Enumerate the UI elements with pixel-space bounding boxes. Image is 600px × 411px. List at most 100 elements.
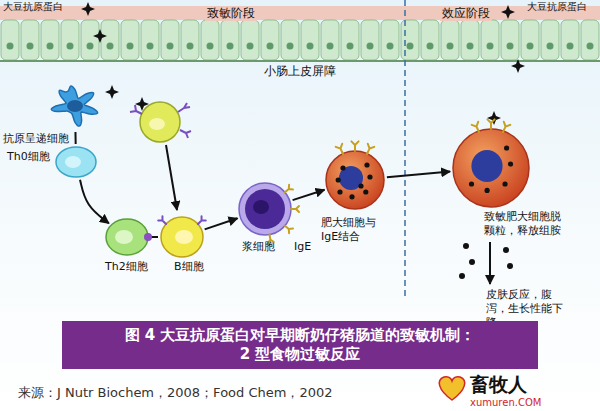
cell-nucleus [127,43,134,50]
cell-label: Th0细胞 [7,150,54,164]
th0-cell: Th0细胞 [55,146,97,178]
granule [485,188,490,193]
epithelial-cell [481,20,499,60]
cell-nucleus [467,43,474,50]
logo-heart [439,377,464,400]
epithelial-cell [561,20,579,60]
antibody [500,122,511,134]
cell-label: 浆细胞 [242,240,282,254]
cell-nucleus [175,230,193,244]
cell-nucleus [407,43,414,50]
granule [358,183,363,188]
apc-cell: 抗原呈递细胞 [45,82,105,130]
granule [349,194,354,199]
phase-label: 效应阶段 [440,6,492,21]
granule [337,189,342,194]
cell-shape [160,216,204,258]
connector [80,180,109,224]
epithelium-cells [1,20,599,60]
granule [364,162,369,167]
antibody [158,216,168,226]
granule [363,189,368,194]
antibody [487,119,494,129]
granule [367,174,372,179]
cell-label: 肥大细胞与IgE结合 [321,216,391,244]
antibody [196,216,206,226]
epithelial-cell [241,20,259,60]
epithelial-cell [421,20,439,60]
cell-nucleus [567,43,574,50]
cell-nucleus [267,43,274,50]
cell-nucleus [47,43,54,50]
antigen-label: 大豆抗原蛋白 [3,1,63,14]
epithelial-cell [321,20,339,60]
cell-nucleus [167,43,174,50]
cell-nucleus [487,43,494,50]
cell-nucleus [67,100,83,112]
epithelial-cell [301,20,319,60]
epithelial-cell [121,20,139,60]
cell-body [161,217,203,257]
cell-nucleus [471,150,502,182]
antigen [501,5,515,19]
dendritic-body [51,86,97,126]
cell-nucleus [427,43,434,50]
cell-nucleus [507,43,514,50]
cell-shape [238,182,292,236]
epithelial-cell [281,20,299,60]
epithelial-cell [401,20,419,60]
granule [469,181,474,186]
receptor [144,233,152,241]
cell-nucleus [147,43,154,50]
cell-nucleus [347,43,354,50]
epithelial-barrier: 小肠上皮屏障 [0,10,600,82]
mast-cell: 肥大细胞与IgE结合 [325,150,385,210]
antigen [93,29,107,43]
cell-body [239,183,291,235]
cell-nucleus [187,43,194,50]
epithelial-cell [61,20,79,60]
cell-nucleus [447,43,454,50]
epithelial-cell [201,20,219,60]
granule [336,177,341,182]
cell-nucleus [307,43,314,50]
cell-shape [452,128,530,208]
cell-body [56,147,96,177]
antibody [336,144,347,156]
epithelial-cell [541,20,559,60]
cell-nucleus [7,43,14,50]
epithelial-cell [581,20,599,60]
cell-label: 致敏肥大细胞脱颗粒，释放组胺 [484,210,568,238]
antigen-label: 大豆抗原蛋白 [527,1,587,14]
cell-nucleus [527,43,534,50]
epithelial-cell [1,20,19,60]
plasma-cell: 浆细胞 [238,182,292,236]
epithelial-cell [221,20,239,60]
cell-nucleus [107,43,114,50]
cell-nucleus [327,43,334,50]
antibody [291,206,299,212]
cell-nucleus [87,43,94,50]
antibody [283,185,293,195]
cell-label: Th2细胞 [105,260,157,274]
watermark: xumuren.COM [470,397,541,410]
granule [504,145,509,150]
epithelial-cell [41,20,59,60]
cell-body [326,151,384,209]
cell-nucleus [367,43,374,50]
connector [387,172,450,178]
caption-banner: 图 4 大豆抗原蛋白对早期断奶仔猪肠道的致敏机制： 2 型食物过敏反应 [62,321,538,369]
epithelial-cell [521,20,539,60]
cell-nucleus [287,43,294,50]
cell-nucleus [387,43,394,50]
antigen [511,59,525,73]
cell-nucleus [115,230,133,244]
cell-shape [45,82,105,130]
cell-shape [55,146,97,178]
epithelial-cell [341,20,359,60]
antibody [351,141,358,151]
epithelial-cell [361,20,379,60]
antigen [487,111,501,125]
epithelial-cell [161,20,179,60]
cell-nucleus [27,43,34,50]
